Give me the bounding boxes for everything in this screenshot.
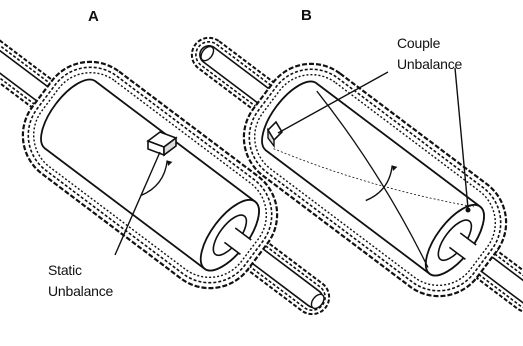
couple-unbalance-label-line1: Couple xyxy=(397,36,440,50)
static-unbalance-label-line1: Static xyxy=(48,263,82,277)
static-unbalance-label-line2: Unbalance xyxy=(48,284,113,298)
panel-a-letter: A xyxy=(88,9,99,24)
couple-unbalance-label-line2: Unbalance xyxy=(397,57,462,71)
couple-weight-dot xyxy=(466,208,471,213)
panel-b-letter: B xyxy=(301,8,312,23)
